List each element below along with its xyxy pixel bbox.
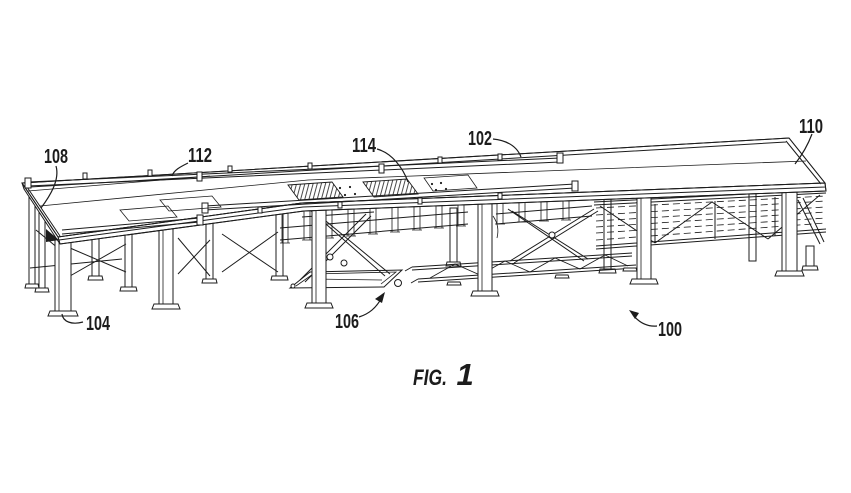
rear-legs [24, 190, 819, 293]
panel-bolt-dots [338, 181, 448, 197]
caption-prefix: FIG. [413, 365, 447, 390]
reference-numerals: 108 112 114 102 110 104 106 100 [44, 116, 823, 341]
arrowhead-106 [375, 292, 385, 303]
svg-text:FIG. 1: FIG. 1 [413, 357, 474, 392]
cross-braces [29, 197, 825, 277]
arrowhead-100 [629, 310, 639, 319]
scissor-lift-center [288, 209, 404, 289]
ref-label-100: 100 [658, 319, 682, 341]
hatched-panel-left [287, 181, 344, 201]
caption-number: 1 [456, 357, 473, 392]
ref-label-110: 110 [799, 116, 823, 138]
figure-caption: FIG. 1 [413, 357, 474, 392]
back-guide-rail [24, 152, 564, 189]
scissor-lift-right [404, 208, 638, 286]
ref-label-108: 108 [44, 146, 68, 168]
front-left-rail [61, 214, 204, 235]
lift-modules [279, 200, 593, 244]
leader-lines [40, 133, 813, 327]
table-top [21, 137, 827, 245]
work-platform-panels [119, 174, 478, 222]
ref-label-102: 102 [468, 128, 492, 150]
ref-label-106: 106 [335, 311, 359, 333]
ref-label-104: 104 [86, 313, 111, 335]
ref-label-114: 114 [352, 135, 377, 157]
ref-label-112: 112 [188, 145, 212, 167]
roller-truss [593, 189, 827, 250]
mid-guide-rail [201, 180, 579, 214]
hatched-panel-right [362, 178, 419, 198]
